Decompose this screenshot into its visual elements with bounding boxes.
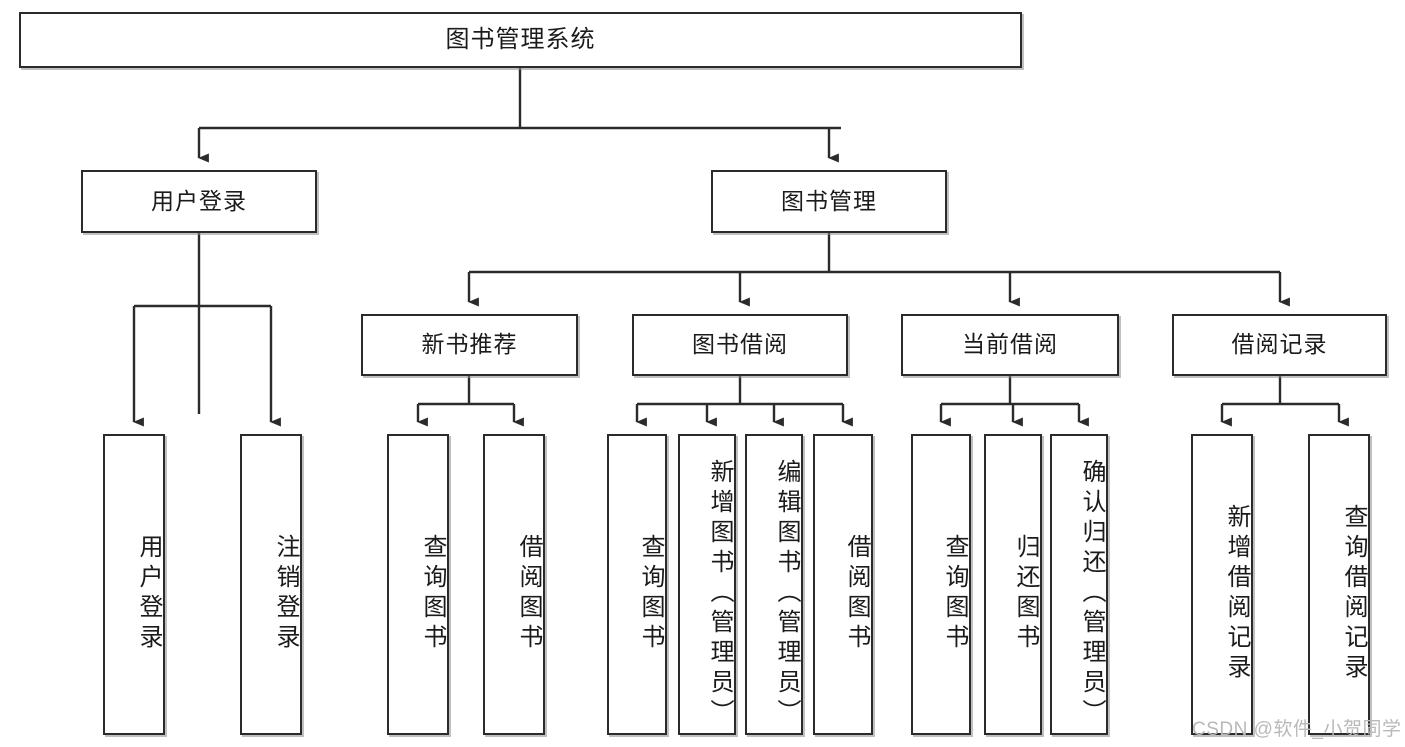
- leaf-add-borrow-record[interactable]: 新增借阅记录: [1191, 434, 1253, 735]
- edges-borrow-to-leaves: [635, 376, 853, 427]
- leaf-return-books[interactable]: 归还图书: [984, 434, 1042, 735]
- leaf-query-books-current[interactable]: 查询图书: [911, 434, 971, 735]
- node-new-book-recommend[interactable]: 新书推荐: [361, 314, 578, 376]
- leaf-query-books-recommend[interactable]: 查询图书: [387, 434, 449, 735]
- leaf-borrow-books[interactable]: 借阅图书: [813, 434, 873, 735]
- leaf-logout[interactable]: 注销登录: [240, 434, 302, 735]
- node-root-system[interactable]: 图书管理系统: [19, 12, 1022, 68]
- edges-root-to-level1: [197, 68, 841, 163]
- edges-newbooks-to-leaves: [416, 376, 524, 427]
- edges-current-to-leaves: [939, 376, 1089, 427]
- leaf-query-books-borrow[interactable]: 查询图书: [607, 434, 667, 735]
- leaf-user-login[interactable]: 用户登录: [103, 434, 165, 735]
- leaf-query-borrow-record[interactable]: 查询借阅记录: [1308, 434, 1370, 735]
- node-user-login[interactable]: 用户登录: [81, 170, 317, 233]
- node-current-borrow[interactable]: 当前借阅: [901, 314, 1119, 376]
- edges-userlogin-to-leaves: [132, 233, 281, 427]
- leaf-add-book-admin[interactable]: 新增图书（管理员）: [678, 434, 736, 735]
- node-book-management[interactable]: 图书管理: [711, 170, 947, 233]
- leaf-edit-book-admin[interactable]: 编辑图书（管理员）: [745, 434, 803, 735]
- leaf-confirm-return-admin[interactable]: 确认归还（管理员）: [1050, 434, 1108, 735]
- edges-records-to-leaves: [1220, 376, 1349, 427]
- node-borrow-records[interactable]: 借阅记录: [1172, 314, 1387, 376]
- csdn-watermark: CSDN @软件_小贺同学: [1192, 719, 1402, 740]
- edges-bookmgmt-to-level2: [467, 233, 1290, 307]
- node-book-borrow[interactable]: 图书借阅: [632, 314, 848, 376]
- leaf-borrow-books-recommend[interactable]: 借阅图书: [483, 434, 545, 735]
